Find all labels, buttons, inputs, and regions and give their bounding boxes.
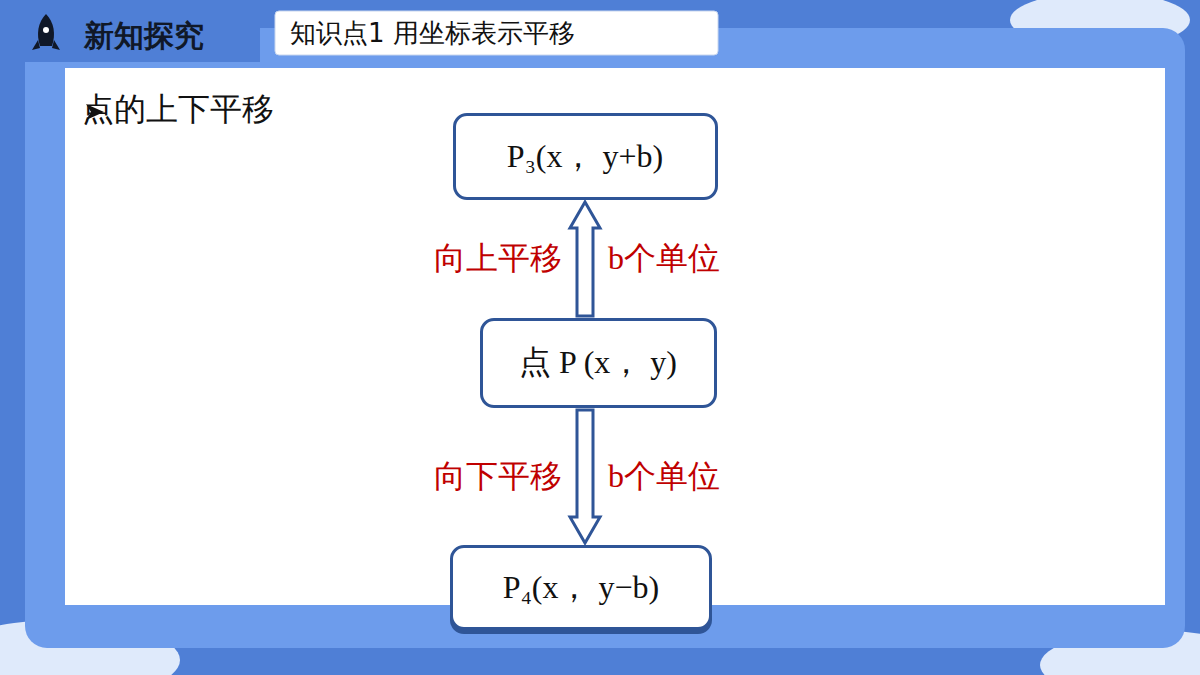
slide-title: 新知探究 <box>84 16 204 57</box>
edge-label: 向上平移 <box>434 237 562 281</box>
tab-heading: 知识点1 用坐标表示平移 <box>290 16 575 51</box>
distance-label: b个单位 <box>608 455 720 499</box>
section-heading: 点的上下平移 <box>82 88 274 132</box>
distance-label: b个单位 <box>608 237 720 281</box>
coordinate-box: 点 P (x， y) <box>480 318 717 408</box>
frame-panel <box>25 28 1185 648</box>
edge-label: 向下平移 <box>434 455 562 499</box>
content-panel <box>65 68 1165 605</box>
hollow-arrow <box>570 202 600 316</box>
rocket-icon <box>32 14 60 50</box>
tab-box <box>275 11 718 55</box>
hollow-arrow <box>570 410 600 543</box>
coordinate-box: P₃(x， y+b) <box>453 113 718 200</box>
coordinate-text: 点 P (x， y) <box>519 341 677 385</box>
title-band <box>0 0 260 62</box>
coordinate-text: P₄(x， y−b) <box>503 566 659 610</box>
coordinate-box: P₄(x， y−b) <box>450 545 712 630</box>
coordinate-text: P₃(x， y+b) <box>507 135 663 179</box>
